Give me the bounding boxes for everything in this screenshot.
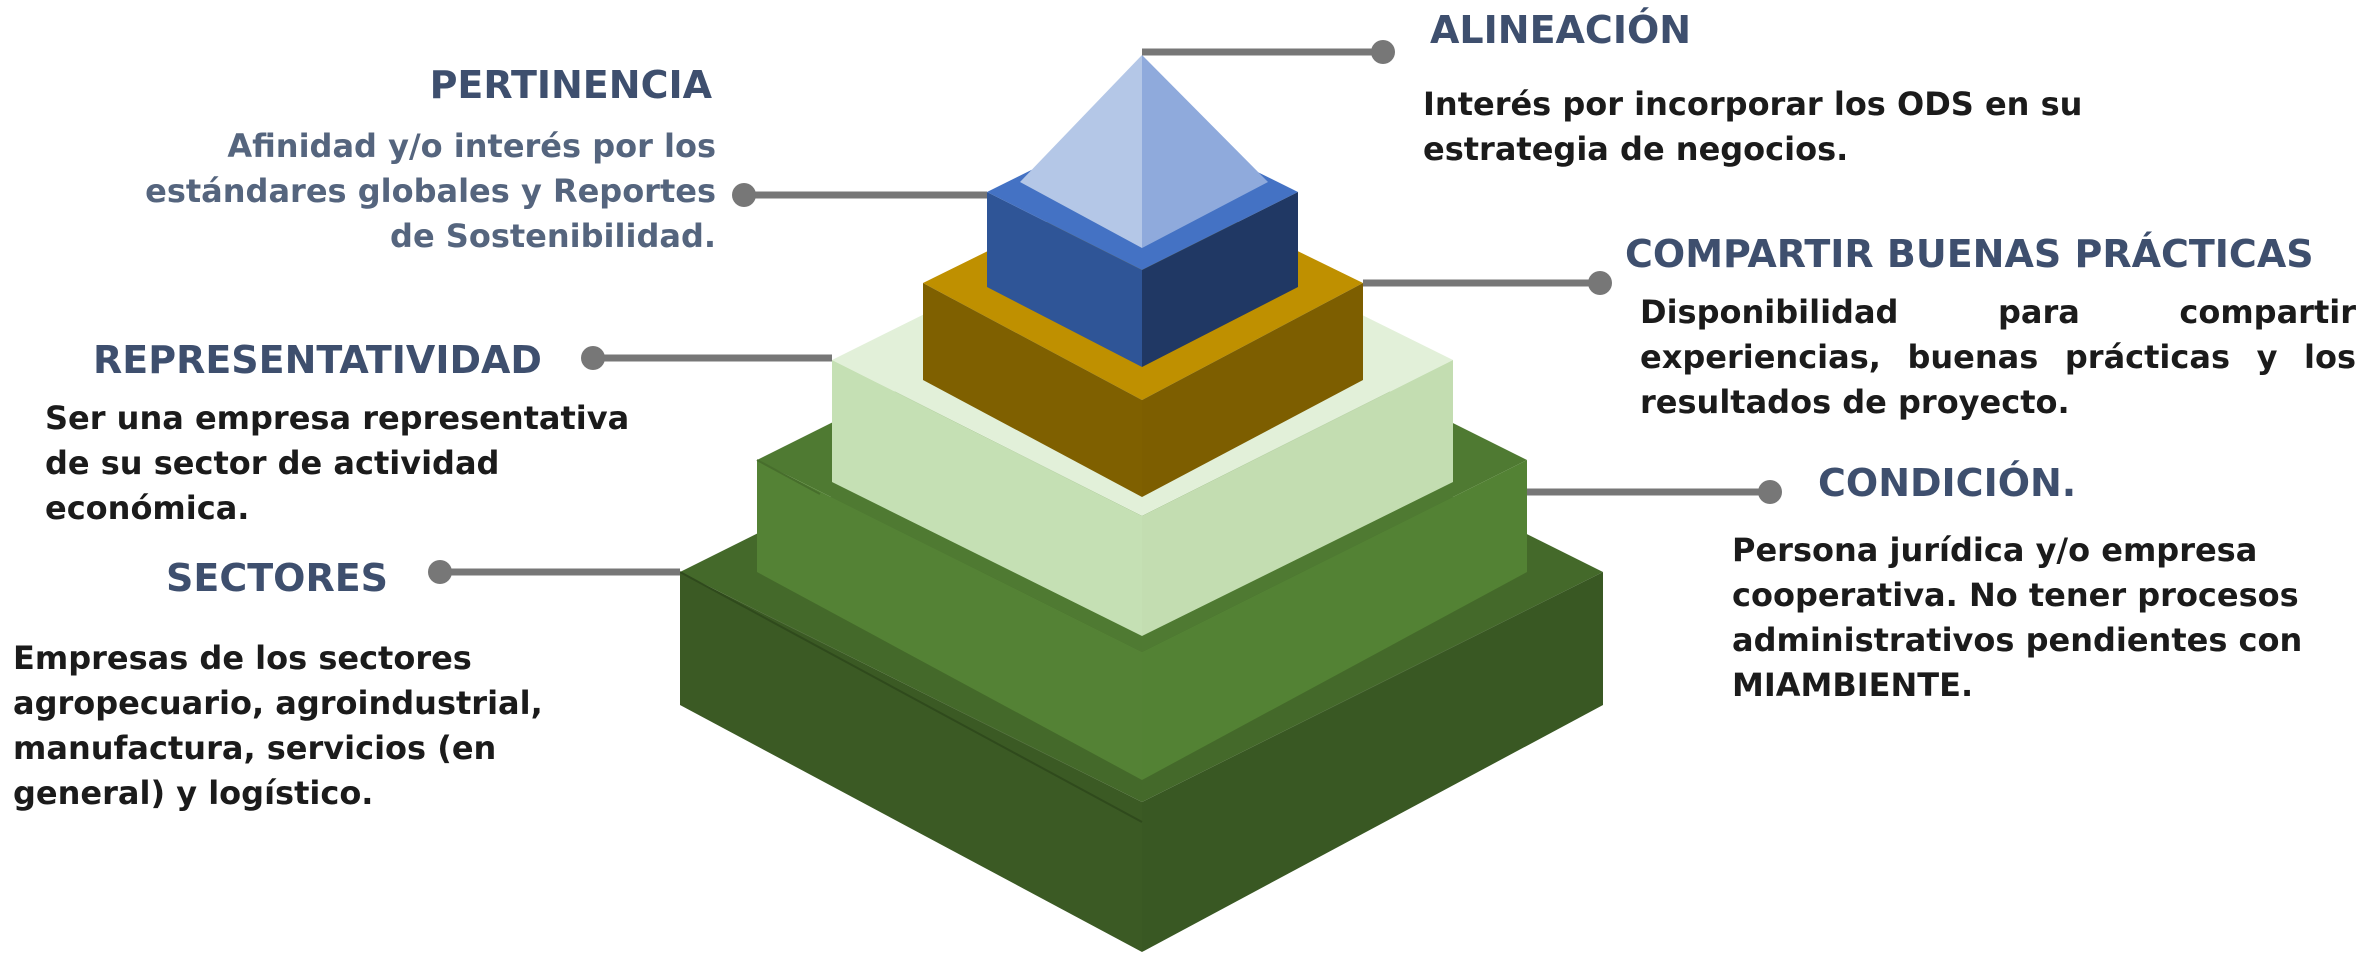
- sectores-line-1: Empresas de los sectores: [13, 639, 472, 677]
- tier-condicion-left-face: [757, 460, 1142, 780]
- pertinencia-description: Afinidad y/o interés por los estándares …: [110, 124, 716, 259]
- connector-condicion: [1527, 480, 1782, 504]
- alineacion-description: Interés por incorporar los ODS en su est…: [1423, 82, 2123, 172]
- tier-alineacion-apex: [1020, 55, 1268, 248]
- tier-representatividad-left-face: [832, 360, 1142, 636]
- compartir-line-2: experiencias, buenas prácticas y los: [1640, 338, 2356, 376]
- compartir-heading: COMPARTIR BUENAS PRÁCTICAS: [1625, 232, 2314, 276]
- tier-sectores-left-face: [680, 572, 1142, 952]
- representatividad-line-2: de su sector de actividad: [45, 444, 500, 482]
- sectores-line-2: agropecuario, agroindustrial,: [13, 684, 543, 722]
- connector-sectores: [428, 560, 680, 584]
- representatividad-line-1: Ser una empresa representativa: [45, 399, 630, 437]
- tier-pertinencia-right-face: [1142, 192, 1298, 367]
- tier-compartir-right-face: [1142, 283, 1363, 497]
- condicion-line-3: administrativos pendientes con: [1732, 621, 2303, 659]
- tier-pertinencia-left-face: [987, 192, 1142, 367]
- apex-left-face: [1020, 55, 1142, 248]
- alineacion-heading: ALINEACIÓN: [1430, 8, 1692, 52]
- representatividad-line-3: económica.: [45, 489, 250, 527]
- compartir-line-3: resultados de proyecto.: [1640, 383, 2070, 421]
- connectors: [428, 40, 1782, 584]
- alineacion-line-1: Interés por incorporar los ODS en su: [1423, 85, 2083, 123]
- pertinencia-heading: PERTINENCIA: [429, 63, 712, 107]
- alineacion-line-2: estrategia de negocios.: [1423, 130, 1849, 168]
- sectores-line-3: manufactura, servicios (en: [13, 729, 497, 767]
- tier-sectores-edge: [679, 571, 1143, 823]
- sectores-line-4: general) y logístico.: [13, 774, 374, 812]
- sectores-heading: SECTORES: [166, 556, 389, 600]
- tier-condicion-edge: [756, 459, 821, 495]
- pertinencia-line-3: de Sostenibilidad.: [390, 217, 716, 255]
- condicion-line-4: MIAMBIENTE.: [1732, 666, 1974, 704]
- tier-sectores-right-face: [1142, 572, 1603, 952]
- tier-representatividad-right-face: [1142, 360, 1453, 636]
- apex-right-face: [1142, 55, 1268, 248]
- pertinencia-line-1: Afinidad y/o interés por los: [227, 127, 716, 165]
- sectores-description: Empresas de los sectores agropecuario, a…: [13, 636, 549, 816]
- representatividad-description: Ser una empresa representativa de su sec…: [45, 396, 665, 531]
- connector-alineacion: [1142, 40, 1395, 64]
- tier-condicion-right-face: [1142, 460, 1527, 780]
- pertinencia-line-2: estándares globales y Reportes: [145, 172, 716, 210]
- condicion-heading: CONDICIÓN.: [1818, 461, 2077, 505]
- connector-representatividad: [581, 346, 832, 370]
- representatividad-heading: REPRESENTATIVIDAD: [93, 338, 542, 382]
- compartir-line-1: Disponibilidad para compartir: [1640, 293, 2356, 331]
- compartir-description: Disponibilidad para compartir experienci…: [1640, 290, 2356, 425]
- tier-compartir-left-face: [923, 283, 1142, 497]
- condicion-line-2: cooperativa. No tener procesos: [1732, 576, 2299, 614]
- connector-compartir: [1363, 271, 1612, 295]
- condicion-description: Persona jurídica y/o empresa cooperativa…: [1732, 528, 2352, 708]
- condicion-line-1: Persona jurídica y/o empresa: [1732, 531, 2258, 569]
- connector-pertinencia: [732, 183, 987, 207]
